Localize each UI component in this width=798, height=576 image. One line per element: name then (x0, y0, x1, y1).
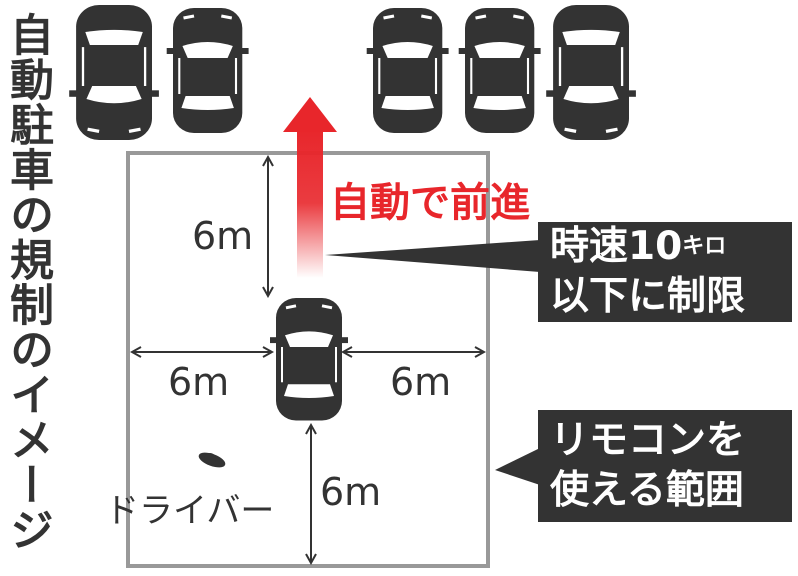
speed-callout-pointer (325, 240, 540, 272)
left-distance-label: 6m (168, 360, 230, 404)
right-distance-label: 6m (390, 360, 452, 404)
bottom-distance-label: 6m (320, 470, 382, 514)
speed-value: 時速10 (550, 224, 683, 269)
diagram-title: 自動駐車の規制のイメージ (2, 12, 53, 552)
forward-label: 自動で前進 (330, 180, 530, 226)
speed-limit-text: 以下に制限 (550, 274, 746, 319)
parked-car (544, 3, 638, 142)
forward-arrow (283, 97, 337, 278)
remote-range-callout: リモコンを 使える範囲 (538, 410, 792, 522)
driver-icon (198, 452, 226, 468)
speed-limit-callout: 時速10キロ 以下に制限 (538, 222, 792, 322)
top-distance-label: 6m (192, 214, 254, 258)
parked-car (67, 3, 161, 142)
parked-car (365, 6, 451, 135)
remote-callout-pointer (495, 448, 540, 485)
parked-car (165, 6, 251, 135)
remote-line1: リモコンを (550, 418, 746, 463)
driver-label: ドライバー (105, 491, 275, 531)
remote-line2: 使える範囲 (550, 468, 744, 513)
self-car (268, 296, 350, 422)
speed-unit: キロ (682, 234, 727, 259)
parked-car (457, 6, 543, 135)
